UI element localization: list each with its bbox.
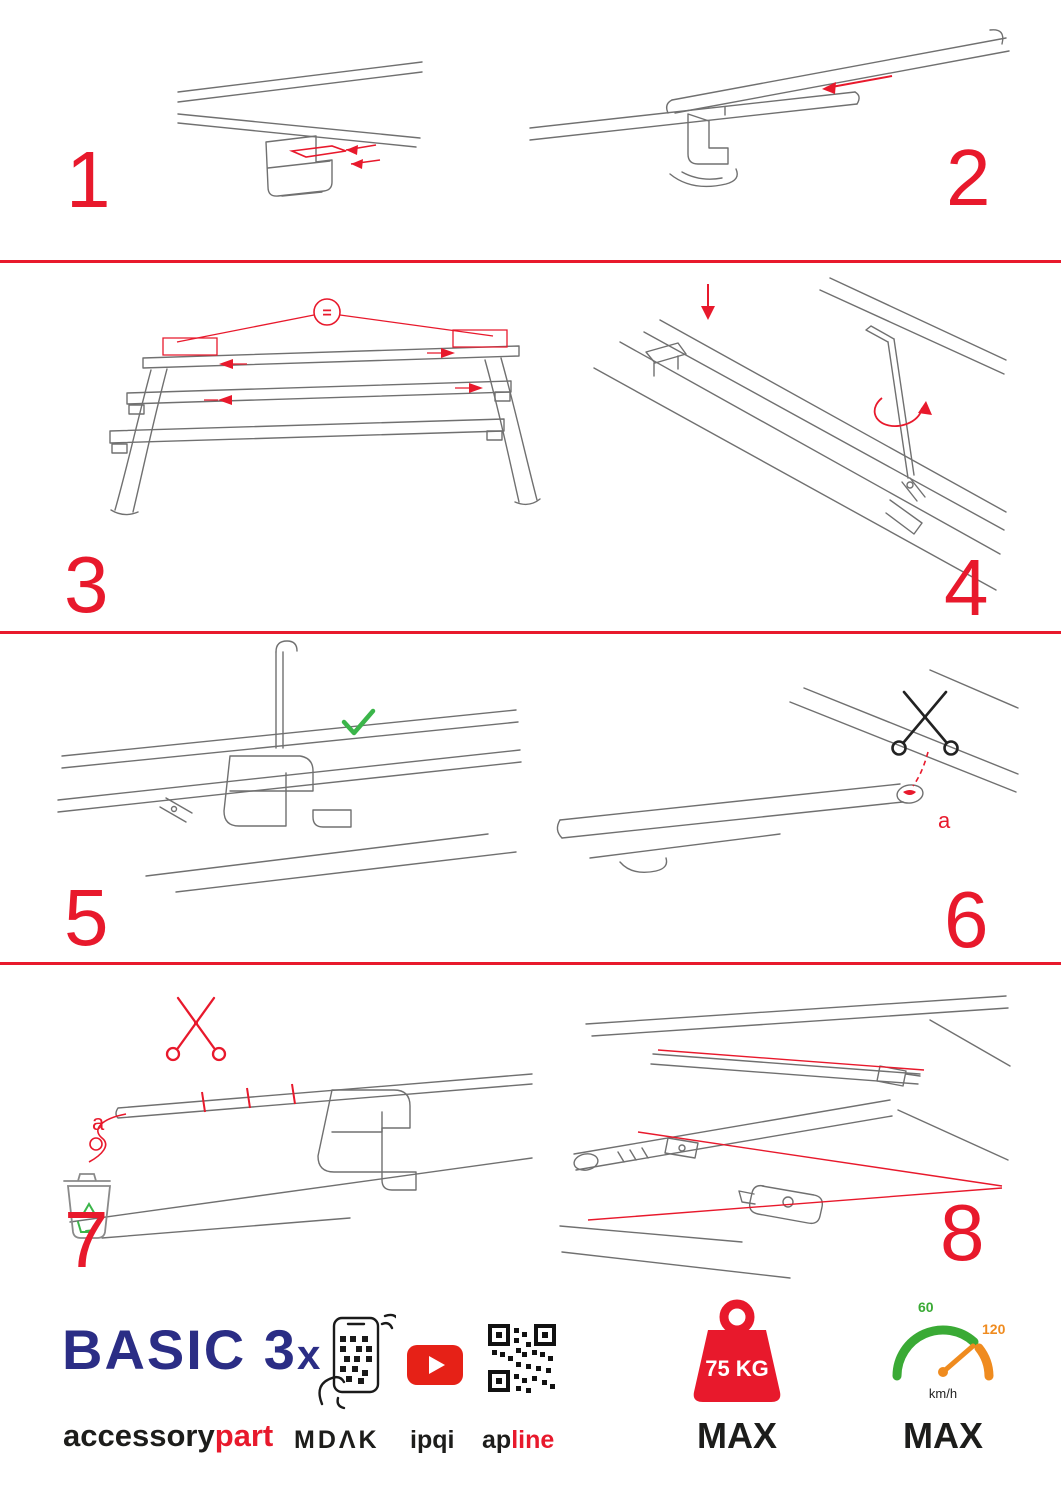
step-3-number: 3 (64, 540, 109, 629)
speed-low-tick: 60 (918, 1299, 934, 1315)
qr-code-icon (488, 1324, 556, 1393)
part-a-label: a (92, 1110, 105, 1135)
section-divider-3 (0, 962, 1061, 965)
max-load-label: MAX (697, 1415, 777, 1456)
cut-guide-line (912, 751, 929, 787)
phone-qr-icon (318, 1313, 396, 1410)
step-1-number: 1 (66, 135, 111, 224)
slide-direction-arrow (822, 75, 893, 94)
part-a-label: a (938, 808, 951, 833)
step-6-illustration: a (556, 669, 1019, 874)
partner-ipqi-label: ipqi (410, 1426, 455, 1454)
step-8-number: 8 (940, 1188, 985, 1277)
brand-wordmark-left: accessory (63, 1418, 215, 1453)
product-quantity: x (296, 1331, 323, 1378)
scissors-icon (891, 690, 959, 756)
step-4-illustration (593, 277, 1007, 591)
check-icon (341, 708, 376, 736)
product-name: BASIC 3x (62, 1322, 322, 1378)
step-6-number: 6 (944, 875, 989, 964)
product-name-main: BASIC 3 (62, 1318, 297, 1381)
equal-spacing-guides (162, 314, 508, 401)
step-7-illustration: a (63, 996, 533, 1239)
partner-apline-left: ap (482, 1426, 512, 1454)
step-4-number: 4 (944, 543, 989, 632)
scissors-red-icon (165, 996, 227, 1062)
youtube-icon (407, 1345, 463, 1385)
recycle-icon (77, 1202, 101, 1233)
partner-apline-right: line (511, 1426, 555, 1454)
step-2-illustration (529, 29, 1010, 188)
brand-wordmark-right: part (214, 1418, 274, 1453)
brand-wordmark: accessorypart (63, 1420, 273, 1451)
speed-high-tick: 120 (982, 1321, 1006, 1337)
step-1-insert-pad (288, 144, 381, 165)
cut-marks (88, 1083, 296, 1163)
equal-badge-label: = (322, 305, 331, 322)
step-5-illustration (57, 640, 522, 893)
trash-icon (63, 1173, 112, 1239)
step-3-illustration: = (109, 298, 541, 516)
equal-badge (313, 298, 341, 326)
section-divider-2 (0, 631, 1061, 634)
rotate-arrow (873, 397, 932, 427)
step-5-number: 5 (64, 873, 109, 962)
bar-end-insert (903, 790, 916, 795)
partner-apline-label: apline (482, 1428, 554, 1453)
max-speed-label: MAX (903, 1415, 983, 1456)
section-divider-1 (0, 260, 1061, 263)
partner-mdak-label: MDΛK (294, 1426, 380, 1454)
weight-icon: 75 KG (693, 1299, 781, 1402)
speedometer-icon: 60 120 km/h (892, 1299, 1006, 1401)
max-load-value: 75 KG (705, 1356, 769, 1381)
speed-unit-label: km/h (929, 1386, 957, 1401)
alignment-guides (587, 1049, 1003, 1221)
press-down-arrow (701, 284, 715, 320)
step-7-number: 7 (64, 1195, 109, 1284)
step-2-number: 2 (946, 133, 991, 222)
step-1-illustration (177, 61, 423, 197)
step-8-illustration (559, 995, 1011, 1279)
